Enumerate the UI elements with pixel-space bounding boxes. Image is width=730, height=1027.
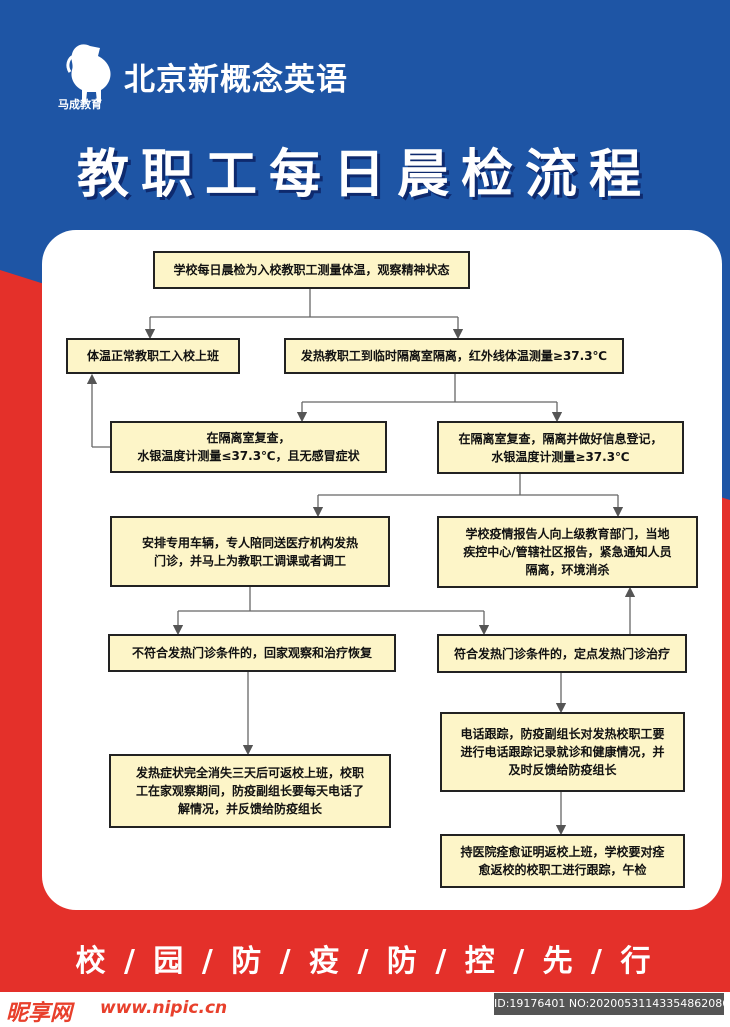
watermark-url[interactable]: www.nipic.cn — [100, 998, 228, 1018]
flow-recheck-fever-line: 水银温度计测量≥37.3℃ — [491, 449, 630, 464]
flow-fever-text: 发热教职工到临时隔离室隔离，红外线体温测量≥37.3℃ — [300, 349, 608, 363]
watermark-logo: 昵享网 — [6, 1001, 73, 1026]
flow-normal-box: 体温正常教职工入校上班 — [66, 338, 240, 374]
flow-hospital-return-box: 持医院痊愈证明返校上班，学校要对痊 愈返校的校职工进行跟踪，午检 — [440, 834, 685, 888]
flow-home-return-line: 工在家观察期间，防疫副组长要每天电话了 — [135, 784, 364, 798]
flow-report-line: 学校疫情报告人向上级教育部门，当地 — [465, 527, 670, 541]
flow-not-clinic-box: 不符合发热门诊条件的，回家观察和治疗恢复 — [108, 634, 396, 672]
flow-transport-box: 安排专用车辆，专人陪同送医疗机构发热 门诊，并马上为教职工调课或者调工 — [110, 516, 390, 587]
flow-recheck-fever-box: 在隔离室复查，隔离并做好信息登记， 水银温度计测量≥37.3℃ — [437, 421, 684, 474]
flow-phone-track-line: 电话跟踪，防疫副组长对发热校职工要 — [460, 727, 665, 741]
flow-clinic-text: 符合发热门诊条件的，定点发热门诊治疗 — [453, 646, 670, 661]
flow-start-text: 学校每日晨检为入校教职工测量体温，观察精神状态 — [173, 263, 450, 277]
flow-transport-line: 安排专用车辆，专人陪同送医疗机构发热 — [141, 535, 358, 550]
flow-recheck-ok-line: 在隔离室复查， — [206, 431, 291, 445]
slogan: 校 / 园 / 防 / 疫 / 防 / 控 / 先 / 行 — [75, 944, 655, 979]
flow-start-box: 学校每日晨检为入校教职工测量体温，观察精神状态 — [153, 251, 470, 289]
flow-recheck-ok-box: 在隔离室复查， 水银温度计测量≤37.3℃，且无感冒症状 — [110, 421, 387, 473]
horse-logo-icon — [66, 44, 111, 102]
flow-hospital-return-line: 持医院痊愈证明返校上班，学校要对痊 — [460, 845, 665, 859]
flow-phone-track-box: 电话跟踪，防疫副组长对发热校职工要 进行电话跟踪记录就诊和健康情况，并 及时反馈… — [440, 712, 685, 792]
flow-home-return-line: 解情况，并反馈给防疫组长 — [177, 802, 322, 816]
flow-normal-text: 体温正常教职工入校上班 — [86, 349, 219, 363]
flow-fever-box: 发热教职工到临时隔离室隔离，红外线体温测量≥37.3℃ — [284, 338, 624, 374]
flow-phone-track-line: 及时反馈给防疫组长 — [508, 763, 617, 777]
flow-home-return-line: 发热症状完全消失三天后可返校上班，校职 — [135, 766, 364, 780]
flow-hospital-return-line: 愈返校的校职工进行跟踪，午检 — [478, 863, 647, 877]
flow-recheck-fever-line: 在隔离室复查，隔离并做好信息登记， — [458, 431, 663, 446]
page-title: 教职工每日晨检流程 — [76, 145, 653, 205]
flow-phone-track-line: 进行电话跟踪记录就诊和健康情况，并 — [460, 745, 665, 759]
flow-recheck-ok-line: 水银温度计测量≤37.3℃，且无感冒症状 — [137, 449, 360, 463]
flow-report-line: 隔离，环境消杀 — [525, 563, 610, 577]
flow-report-box: 学校疫情报告人向上级教育部门，当地 疾控中心/管辖社区报告，紧急通知人员 隔离，… — [437, 516, 698, 588]
flow-home-return-box: 发热症状完全消失三天后可返校上班，校职 工在家观察期间，防疫副组长要每天电话了 … — [109, 754, 391, 828]
brand-name: 北京新概念英语 — [124, 62, 348, 98]
watermark-id: ID:19176401 NO:20200531143354862086 — [494, 993, 729, 1015]
flow-report-line: 疾控中心/管辖社区报告，紧急通知人员 — [463, 545, 672, 559]
flow-not-clinic-text: 不符合发热门诊条件的，回家观察和治疗恢复 — [131, 646, 372, 660]
flow-clinic-box: 符合发热门诊条件的，定点发热门诊治疗 — [437, 634, 687, 673]
flow-transport-line: 门诊，并马上为教职工调课或者调工 — [153, 553, 346, 568]
logo-caption: 马成教育 — [58, 98, 102, 111]
